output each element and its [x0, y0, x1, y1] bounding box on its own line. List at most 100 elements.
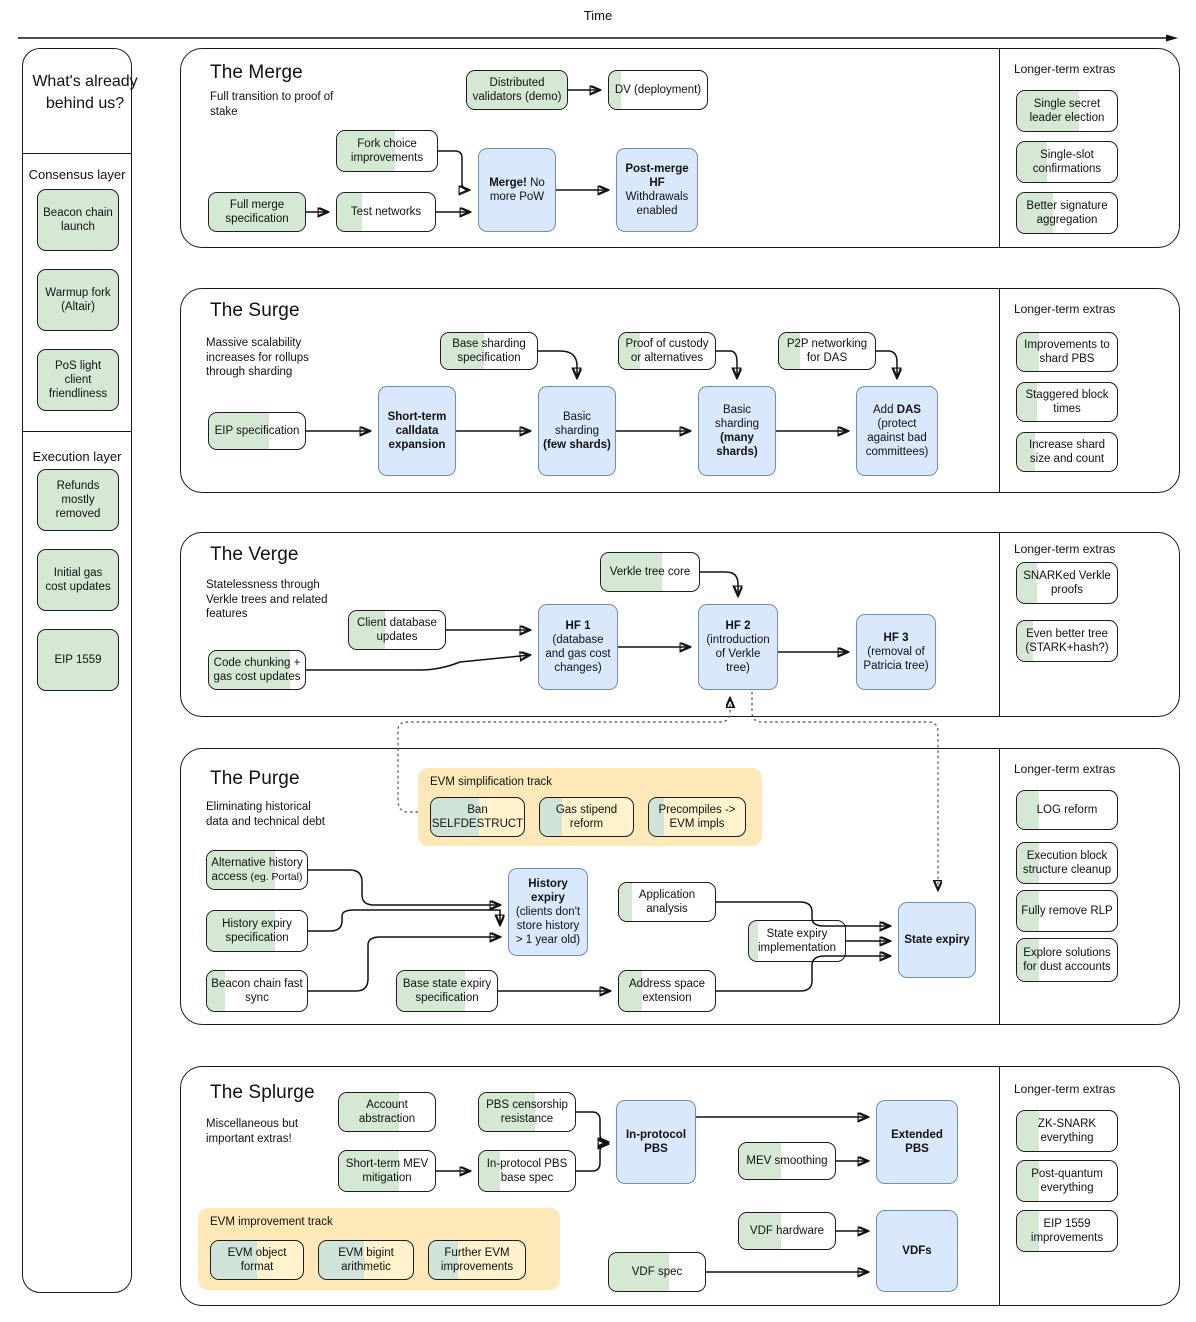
node-label: In-protocol PBS base spec — [486, 1158, 568, 1184]
node-basic-sharding-few-shards[interactable]: Basic sharding (few shards) — [538, 386, 616, 476]
node-base-state-expiry-specification[interactable]: Base state expiry specification — [396, 970, 498, 1012]
node-test-networks[interactable]: Test networks — [336, 192, 436, 232]
extra-single-slot-confirmations[interactable]: Single-slot confirmations — [1016, 141, 1118, 183]
node-pbs-censorship-resistance[interactable]: PBS censorship resistance — [478, 1092, 576, 1132]
extra-single-secret-leader-election[interactable]: Single secret leader election — [1016, 90, 1118, 132]
extra-even-better-tree[interactable]: Even better tree (STARK+hash?) — [1016, 620, 1118, 662]
section-subtitle-purge: Eliminating historical data and technica… — [206, 801, 325, 828]
node-basic-sharding-many-shards[interactable]: Basic sharding (many shards) — [698, 386, 776, 476]
sidebar-item-pos-light-client-friendliness[interactable]: PoS light client friendliness — [37, 349, 119, 411]
node-full-merge-specification[interactable]: Full merge specification — [208, 192, 306, 232]
extra-label: Single secret leader election — [1029, 98, 1105, 124]
node-mev-smoothing[interactable]: MEV smoothing — [738, 1142, 836, 1180]
extra-label: Single-slot confirmations — [1032, 149, 1102, 175]
node-label: Base state expiry specification — [402, 978, 492, 1004]
node-label: Test networks — [350, 206, 422, 218]
node-evm-bigint-arithmetic[interactable]: EVM bigint arithmetic — [318, 1240, 414, 1280]
sidebar-item-initial-gas-cost-updates[interactable]: Initial gas cost updates — [37, 549, 119, 611]
node-label: EVM bigint arithmetic — [338, 1247, 394, 1273]
extra-label: Better signature aggregation — [1026, 200, 1108, 226]
node-alternative-history-access[interactable]: Alternative history access (eg. Portal) — [206, 850, 308, 890]
extra-post-quantum-everything[interactable]: Post-quantum everything — [1016, 1160, 1118, 1202]
extra-zk-snark-everything[interactable]: ZK-SNARK everything — [1016, 1110, 1118, 1152]
evm-simplification-track-title: EVM simplification track — [430, 776, 553, 788]
node-further-evm-improvements[interactable]: Further EVM improvements — [428, 1240, 526, 1280]
node-label: Basic sharding (few shards) — [543, 411, 611, 451]
node-vdf-hardware[interactable]: VDF hardware — [738, 1212, 836, 1250]
node-label: Further EVM improvements — [440, 1247, 514, 1273]
extras-title-surge: Longer-term extras — [1014, 302, 1116, 316]
node-precompiles-to-evm-impls[interactable]: Precompiles -> EVM impls — [648, 797, 746, 837]
node-base-sharding-specification[interactable]: Base sharding specification — [440, 332, 538, 370]
node-proof-of-custody[interactable]: Proof of custody or alternatives — [618, 332, 716, 370]
node-eip-specification[interactable]: EIP specification — [208, 412, 306, 450]
sidebar-item-beacon-chain-launch[interactable]: Beacon chain launch — [37, 189, 119, 251]
node-client-database-updates[interactable]: Client database updates — [348, 610, 446, 650]
node-add-das[interactable]: Add DAS (protect against bad committees) — [856, 386, 938, 476]
section-panel-surge — [180, 288, 1180, 493]
section-title-purge: The Purge — [210, 768, 300, 789]
sidebar-item-label: Beacon chain launch — [43, 207, 113, 233]
node-hf1[interactable]: HF 1 (database and gas cost changes) — [538, 604, 618, 690]
section-subtitle-splurge: Miscellaneous but important extras! — [206, 1118, 299, 1145]
extra-label: SNARKed Verkle proofs — [1023, 570, 1111, 596]
sidebar-item-eip-1559[interactable]: EIP 1559 — [37, 629, 119, 691]
extra-improvements-to-shard-pbs[interactable]: Improvements to shard PBS — [1016, 332, 1118, 372]
node-label: Gas stipend reform — [555, 804, 618, 830]
node-vdf-spec[interactable]: VDF spec — [608, 1252, 706, 1292]
node-vdfs[interactable]: VDFs — [876, 1210, 958, 1292]
extra-eip-1559-improvements[interactable]: EIP 1559 improvements — [1016, 1210, 1118, 1252]
section-title-verge: The Verge — [210, 544, 299, 565]
node-label: HF 3 (removal of Patricia tree) — [863, 632, 929, 672]
extra-increase-shard-size-and-count[interactable]: Increase shard size and count — [1016, 432, 1118, 472]
node-dv-deployment[interactable]: DV (deployment) — [608, 70, 708, 110]
node-address-space-extension[interactable]: Address space extension — [618, 970, 716, 1012]
node-short-term-mev-mitigation[interactable]: Short-term MEV mitigation — [338, 1150, 436, 1192]
node-in-protocol-pbs[interactable]: In-protocol PBS — [616, 1100, 696, 1184]
node-fork-choice-improvements[interactable]: Fork choice improvements — [336, 130, 438, 172]
section-title-surge: The Surge — [210, 300, 300, 321]
node-history-expiry[interactable]: History expiry (clients don't store hist… — [508, 868, 588, 956]
extras-divider — [999, 749, 1000, 1024]
node-beacon-chain-fast-sync[interactable]: Beacon chain fast sync — [206, 970, 308, 1012]
node-distributed-validators[interactable]: Distributed validators (demo) — [466, 70, 568, 110]
extras-title-purge: Longer-term extras — [1014, 762, 1116, 776]
node-application-analysis[interactable]: Application analysis — [618, 882, 716, 922]
node-state-expiry-implementation[interactable]: State expiry implementation — [748, 920, 846, 962]
node-account-abstraction[interactable]: Account abstraction — [338, 1092, 436, 1132]
node-short-term-calldata-expansion[interactable]: Short-term calldata expansion — [378, 386, 456, 476]
node-state-expiry[interactable]: State expiry — [898, 902, 976, 978]
node-in-protocol-pbs-base-spec[interactable]: In-protocol PBS base spec — [478, 1150, 576, 1192]
node-merge[interactable]: Merge! No more PoW — [478, 148, 556, 232]
node-hf2[interactable]: HF 2 (introduction of Verkle tree) — [698, 604, 778, 690]
node-verkle-tree-core[interactable]: Verkle tree core — [600, 552, 700, 592]
node-hf3[interactable]: HF 3 (removal of Patricia tree) — [856, 614, 936, 690]
extra-explore-solutions-for-dust-accounts[interactable]: Explore solutions for dust accounts — [1016, 938, 1118, 982]
extras-divider — [999, 289, 1000, 492]
sidebar-item-refunds-mostly-removed[interactable]: Refunds mostly removed — [37, 469, 119, 531]
extra-better-signature-aggregation[interactable]: Better signature aggregation — [1016, 192, 1118, 234]
node-history-expiry-specification[interactable]: History expiry specification — [206, 910, 308, 952]
node-label: Precompiles -> EVM impls — [658, 804, 736, 830]
node-label: MEV smoothing — [746, 1155, 828, 1167]
node-gas-stipend-reform[interactable]: Gas stipend reform — [539, 797, 634, 837]
extra-execution-block-structure-cleanup[interactable]: Execution block structure cleanup — [1016, 842, 1118, 884]
node-label: Add DAS (protect against bad committees) — [865, 404, 929, 458]
extra-log-reform[interactable]: LOG reform — [1016, 790, 1118, 830]
extra-snarked-verkle-proofs[interactable]: SNARKed Verkle proofs — [1016, 562, 1118, 604]
sidebar-divider-1 — [23, 153, 131, 154]
node-extended-pbs[interactable]: Extended PBS — [876, 1100, 958, 1184]
node-code-chunking[interactable]: Code chunking + gas cost updates — [208, 650, 306, 690]
extras-divider — [999, 533, 1000, 716]
node-ban-selfdestruct[interactable]: Ban SELFDESTRUCT — [430, 797, 525, 837]
extra-label: Execution block structure cleanup — [1022, 850, 1112, 876]
extra-fully-remove-rlp[interactable]: Fully remove RLP — [1016, 890, 1118, 932]
node-evm-object-format[interactable]: EVM object format — [210, 1240, 304, 1280]
node-label: State expiry — [904, 934, 970, 946]
extra-staggered-block-times[interactable]: Staggered block times — [1016, 382, 1118, 422]
node-post-merge-hf[interactable]: Post-merge HF Withdrawals enabled — [616, 148, 698, 232]
node-p2p-networking-for-das[interactable]: P2P networking for DAS — [778, 332, 876, 370]
sidebar-item-warmup-fork-altair[interactable]: Warmup fork (Altair) — [37, 269, 119, 331]
node-label: Application analysis — [638, 889, 696, 915]
